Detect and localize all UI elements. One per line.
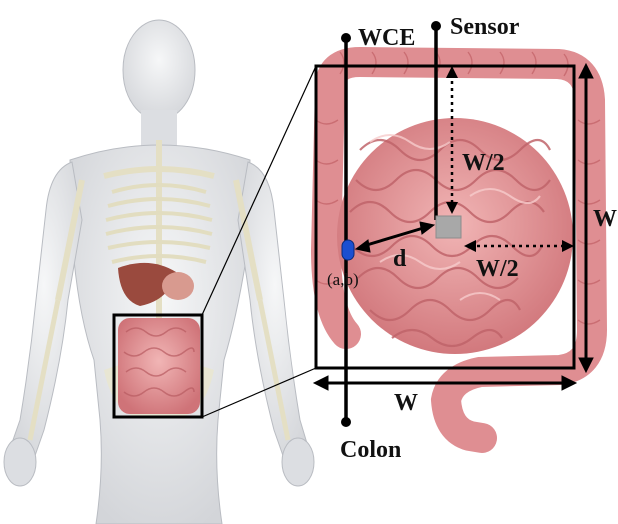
enlarged-intestine [316,52,600,438]
half-width-vertical-label: W/2 [462,150,505,176]
wce-capsule [342,240,354,260]
left-hand [4,438,36,486]
sensor-line-top-dot [431,21,441,31]
capsule-position-label: (a,b) [327,270,359,289]
body-intestines [118,318,200,414]
human-body-figure [4,20,314,524]
colon-label: Colon [340,437,401,463]
left-arm [6,162,82,470]
width-bottom-label: W [394,390,418,416]
sensor-square [436,216,461,238]
stomach [162,272,194,300]
width-right-label: W [593,206,617,232]
head [123,20,195,120]
wce-line-bottom-dot [341,417,351,427]
wce-label: WCE [358,25,415,51]
wce-line-top-dot [341,33,351,43]
right-hand [282,438,314,486]
right-arm [238,162,312,470]
distance-label: d [393,246,407,272]
half-width-horizontal-label: W/2 [476,256,519,282]
sensor-label: Sensor [450,14,520,40]
